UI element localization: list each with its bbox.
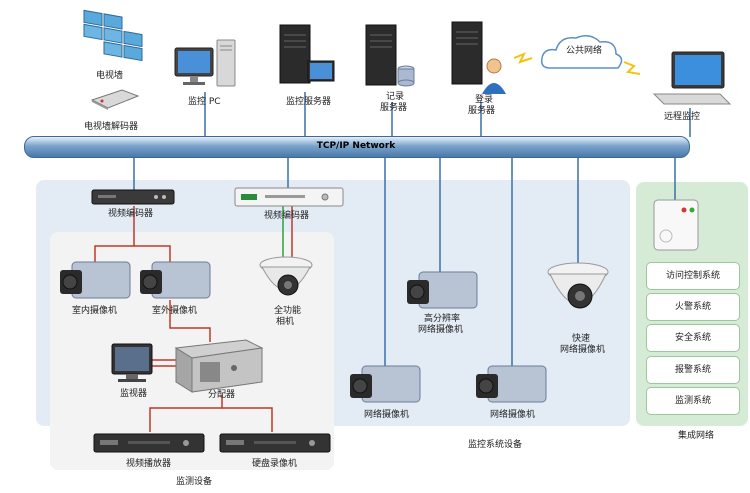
public-network-cloud-icon: [512, 28, 648, 88]
video-encoder-right-icon[interactable]: [234, 186, 345, 214]
record-server-icon[interactable]: [365, 24, 422, 99]
indoor-camera-label: 室内摄像机: [72, 306, 118, 316]
distributor-icon[interactable]: [172, 338, 264, 398]
outdoor-camera-icon[interactable]: [138, 258, 214, 308]
monitor-display-icon[interactable]: [110, 342, 156, 390]
login-server-label-2: 服务器: [468, 106, 496, 116]
record-server-label-2: 服务器: [380, 103, 408, 113]
network-camera-right-icon[interactable]: [474, 362, 550, 412]
monitor-pc-icon[interactable]: [174, 39, 239, 96]
monitoring-system-title: 监控系统设备: [468, 440, 523, 450]
fullfunc-camera-label-1: 全功能: [274, 306, 302, 316]
fast-dome-camera-icon[interactable]: [546, 262, 612, 328]
monitor-server-icon[interactable]: [279, 24, 340, 94]
fullfunc-dome-camera-icon[interactable]: [258, 255, 314, 309]
tcp-ip-network-label: TCP/IP Network: [316, 141, 396, 151]
video-recorder-label: 视频播放器: [126, 459, 172, 469]
remote-monitor-laptop-icon[interactable]: [650, 50, 732, 112]
fullfunc-camera-label-2: 相机: [276, 317, 295, 327]
access-control-system-item[interactable]: 访问控制系统: [646, 262, 740, 290]
alarm-controller-icon[interactable]: [652, 198, 700, 256]
video-encoder-right-label: 视频编码器: [264, 211, 310, 221]
hd-camera-label-1: 高分辨率: [424, 314, 461, 324]
outdoor-camera-label: 室外摄像机: [152, 306, 198, 316]
login-server-label-1: 登录: [475, 95, 494, 105]
hd-network-camera-icon[interactable]: [405, 268, 481, 318]
hd-camera-label-2: 网络摄像机: [418, 325, 464, 335]
fast-camera-label-2: 网络摄像机: [560, 345, 606, 355]
tv-wall-icon[interactable]: [82, 9, 152, 74]
fire-alarm-system-item[interactable]: 火警系统: [646, 293, 740, 321]
integrated-network-title: 集成网络: [678, 431, 715, 441]
remote-monitor-label: 远程监控: [664, 112, 701, 122]
fast-camera-label-1: 快速: [572, 334, 591, 344]
network-camera-left-label: 网络摄像机: [364, 410, 410, 420]
security-system-item[interactable]: 安全系统: [646, 324, 740, 352]
tv-wall-label: 电视墙: [96, 71, 124, 81]
public-network-label: 公共网络: [566, 46, 603, 56]
tv-wall-decoder-icon[interactable]: [88, 88, 140, 114]
tv-wall-decoder-label: 电视墙解码器: [84, 122, 139, 132]
video-recorder-icon[interactable]: [93, 430, 206, 460]
monitor-pc-label: 监控 PC: [188, 97, 221, 107]
indoor-camera-icon[interactable]: [58, 258, 134, 308]
video-encoder-left-label: 视频编码器: [108, 209, 154, 219]
distributor-label: 分配器: [208, 390, 236, 400]
alarm-system-item[interactable]: 报警系统: [646, 356, 740, 384]
disk-recorder-label: 硬盘录像机: [252, 459, 298, 469]
record-server-label-1: 记录: [386, 92, 405, 102]
tcp-ip-network-bus: [24, 136, 690, 158]
network-camera-left-icon[interactable]: [348, 362, 424, 412]
monitor-server-label: 监控服务器: [286, 97, 332, 107]
network-camera-right-label: 网络摄像机: [490, 410, 536, 420]
disk-recorder-icon[interactable]: [219, 430, 332, 460]
monitoring-system-item[interactable]: 监测系统: [646, 387, 740, 415]
video-encoder-left-icon[interactable]: [91, 188, 176, 212]
login-server-icon[interactable]: [451, 21, 512, 98]
monitoring-equipment-title: 监测设备: [176, 477, 213, 487]
monitor-display-label: 监视器: [120, 389, 148, 399]
